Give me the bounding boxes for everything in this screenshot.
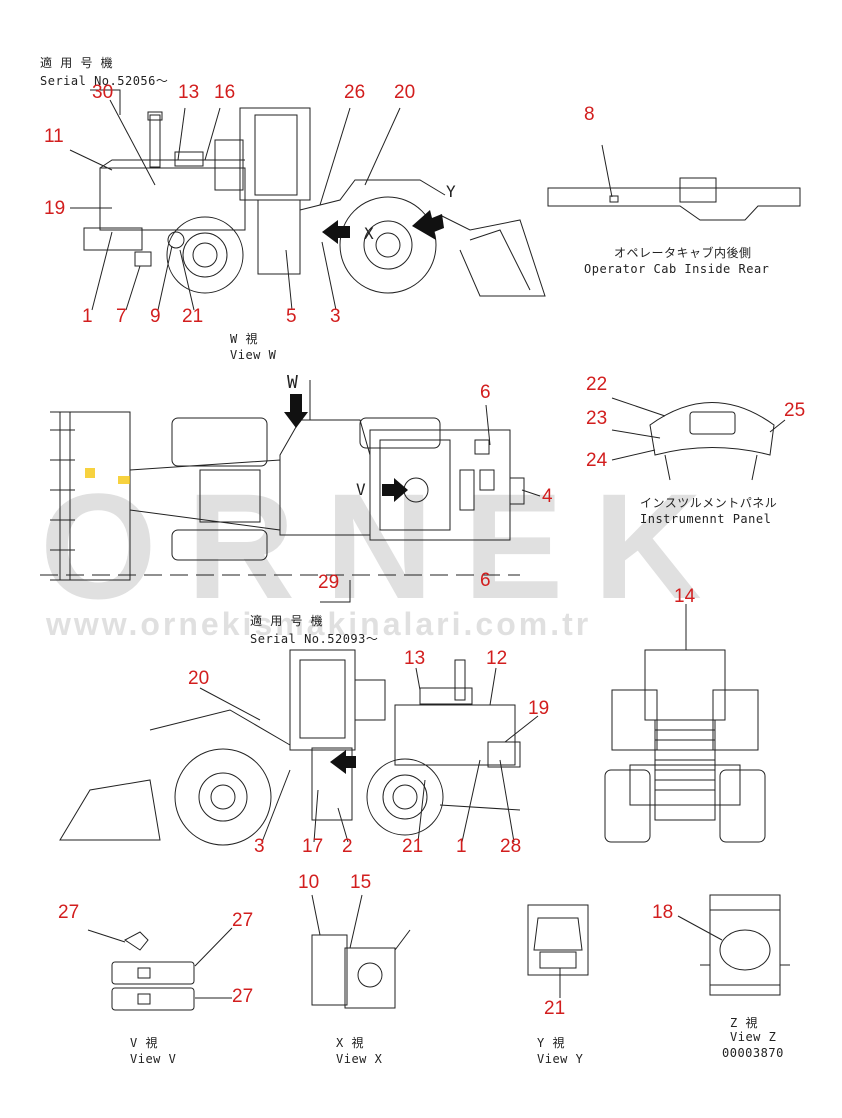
view-letter-y: Y [446,182,457,201]
view-x: View X [336,1052,383,1066]
arrow-right-icon [382,478,408,502]
callout-3-lower: 3 [254,836,265,857]
callout-19: 19 [44,198,66,219]
view-y-drawing [527,904,589,976]
cab-caption-jp: オペレータキャブ内後側 [614,246,752,260]
view-letter-v: V [356,480,367,499]
callout-9: 9 [150,306,161,327]
highlight-marks [85,468,130,484]
view-w-jp: W 視 [230,332,258,346]
watermark-brand: ORNEK [40,462,732,630]
view-y-jp: Y 視 [537,1036,565,1050]
callout-25: 25 [784,400,806,421]
panel-caption-jp: インスツルメントパネル [640,496,778,510]
view-letter-x: X [364,224,375,243]
watermark-url: www.ornekismakinalari.com.tr [46,606,592,642]
callout-6-lower: 6 [480,570,491,591]
view-v-drawing [111,931,195,1011]
view-z-drawing [700,894,790,996]
serial-top: Serial No.52056～ [40,74,169,88]
view-w: View W [230,348,277,362]
callout-24: 24 [586,450,608,471]
view-z-jp: Z 視 [730,1016,758,1030]
callout-16: 16 [214,82,236,103]
callout-27-c: 27 [232,986,254,1007]
callout-28: 28 [500,836,522,857]
cab-caption: Operator Cab Inside Rear [584,262,770,276]
view-x-drawing [311,929,411,1009]
callout-7: 7 [116,306,127,327]
view-letter-w: W [287,372,299,393]
view-v-jp: V 視 [130,1036,158,1050]
callout-30: 30 [92,82,114,103]
callout-20: 20 [394,82,416,103]
callout-13: 13 [178,82,200,103]
loader-rear-view [604,649,766,843]
callout-4: 4 [542,486,553,507]
view-z: View Z [730,1030,777,1044]
callout-19-lower: 19 [528,698,550,719]
callout-20-lower: 20 [188,668,210,689]
panel-caption: Instrumennt Panel [640,512,772,526]
loader-side-view-top [83,107,801,297]
document-number: 00003870 [722,1046,784,1060]
callout-2: 2 [342,836,353,857]
callout-1: 1 [82,306,93,327]
callout-6: 6 [480,382,491,403]
callout-18: 18 [652,902,674,923]
callout-5: 5 [286,306,297,327]
callout-3: 3 [330,306,341,327]
callout-26: 26 [344,82,366,103]
callout-21-lower: 21 [402,836,424,857]
callout-23: 23 [586,408,608,429]
view-y: View Y [537,1052,584,1066]
arrow-left-icon [322,220,350,244]
loader-side-view-bottom [59,649,521,846]
callout-22: 22 [586,374,608,395]
arrow-down-icon [284,394,308,428]
callout-1-lower: 1 [456,836,467,857]
callout-12: 12 [486,648,508,669]
callout-15: 15 [350,872,372,893]
arrow-left-icon [330,750,356,774]
callout-29: 29 [318,572,340,593]
leader-lines [69,89,786,999]
callout-27-a: 27 [58,902,80,923]
callout-8: 8 [584,104,595,125]
callout-13-lower: 13 [404,648,426,669]
callout-14: 14 [674,586,696,607]
view-v: View V [130,1052,177,1066]
instrument-panel-drawing [649,402,775,481]
callout-27-b: 27 [232,910,254,931]
callout-21: 21 [182,306,204,327]
view-x-jp: X 視 [336,1036,364,1050]
callout-11: 11 [44,126,64,147]
serial-mid: Serial No.52093～ [250,632,379,646]
loader-plan-view [40,380,525,581]
serial-top-jp: 適 用 号 機 [40,56,114,70]
arrow-left-icon [412,210,444,240]
callout-10: 10 [298,872,320,893]
serial-mid-jp: 適 用 号 機 [250,614,324,628]
callout-21-view-y: 21 [544,998,566,1019]
callout-17: 17 [302,836,324,857]
